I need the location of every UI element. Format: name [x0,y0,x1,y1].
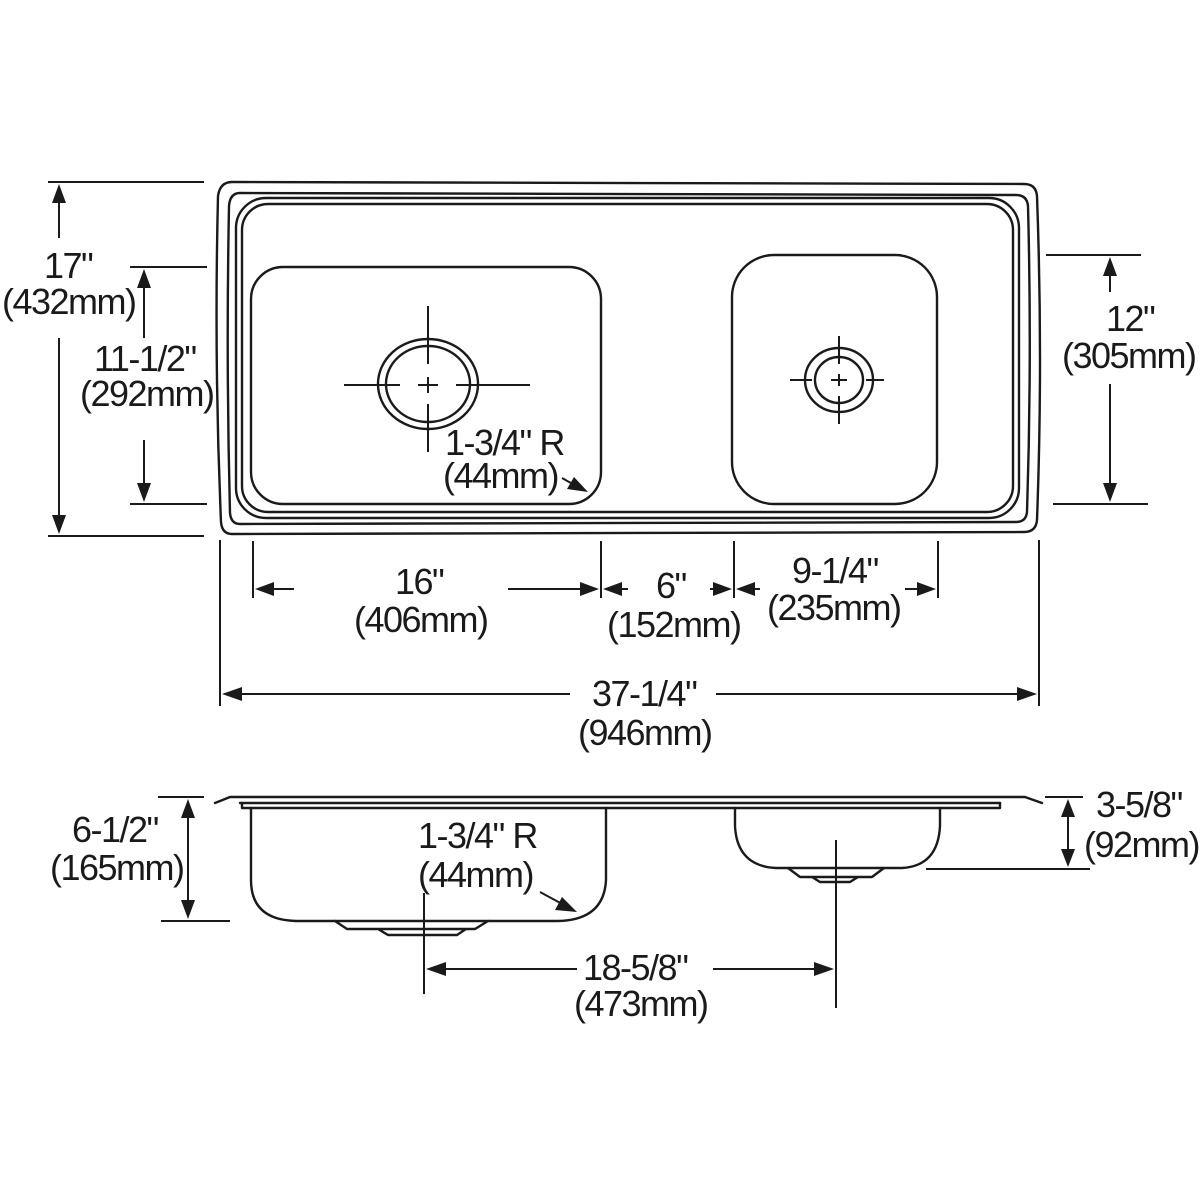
side-radius-imperial-label: 1-3/4" R [418,815,537,856]
overall-depth-dimension: 17" (432mm) [2,181,204,537]
side-left-bowl [249,806,608,923]
right-bowl-depth-dimension: 12" (305mm) [1046,254,1197,505]
overall-width-imperial-label: 37-1/4" [592,673,697,714]
left-bowl-depth-metric-label: (292mm) [80,373,214,414]
bowl-spacing-imperial-label: 6" [656,565,687,606]
left-bowl-width-metric-label: (406mm) [354,599,488,640]
top-view: 1-3/4" R (44mm) 17" (432mm) 11-1/2" (292 [2,180,1197,753]
left-bowl-height-imperial-label: 6-1/2" [72,809,159,850]
sink-inner-deck-inner [240,202,1015,514]
left-bowl-depth-dimension: 11-1/2" (292mm) [80,266,215,505]
side-left-drain [333,919,490,937]
right-drain-icon [790,336,884,424]
top-radius-metric-label: (44mm) [443,455,558,496]
right-bowl-depth-imperial-label: 12" [1106,298,1155,339]
right-bowl-height-metric-label: (92mm) [1084,824,1199,865]
sink-inner-deck-outer [234,196,1021,520]
bowl-width-dimensions: 16" (406mm) 6" (152mm) 9-1/4" (235mm) [219,540,1040,706]
top-radius-imperial-label: 1-3/4" R [445,422,564,463]
left-bowl-depth-imperial-label: 11-1/2" [94,338,196,379]
overall-width-dimension: 37-1/4" (946mm) [222,673,1037,753]
left-bowl-outline [249,265,603,506]
left-bowl-width-imperial-label: 16" [395,561,444,602]
bowl-spacing-metric-label: (152mm) [607,604,741,645]
sink-deck-outline [215,180,1042,536]
right-bowl-width-imperial-label: 9-1/4" [792,550,879,591]
left-bowl-height-dimension: 6-1/2" (165mm) [50,796,230,922]
side-right-bowl [733,806,942,870]
right-bowl-width-metric-label: (235mm) [767,587,901,628]
sink-rim-outline [226,191,1031,526]
right-bowl-height-dimension: 3-5/8" (92mm) [926,784,1200,870]
drain-center-distance-dimension: 18-5/8" (473mm) [426,947,834,1024]
right-bowl-height-imperial-label: 3-5/8" [1096,784,1183,825]
side-view: 6-1/2" (165mm) 1-3/4" R (44mm) 18-5/8" (… [50,784,1200,1024]
left-bowl-height-metric-label: (165mm) [50,847,184,888]
top-left-bowl-radius-callout: 1-3/4" R (44mm) [443,422,588,496]
right-bowl-depth-metric-label: (305mm) [1062,335,1196,376]
side-deck-flange [213,795,1044,805]
overall-depth-metric-label: (432mm) [2,281,136,322]
overall-width-metric-label: (946mm) [578,712,712,753]
overall-depth-imperial-label: 17" [44,245,93,286]
drain-distance-imperial-label: 18-5/8" [583,947,688,988]
left-drain-icon [344,306,530,452]
side-left-bowl-radius-callout: 1-3/4" R (44mm) [418,815,577,912]
right-bowl-outline [730,253,939,506]
drain-distance-metric-label: (473mm) [574,983,708,1024]
side-radius-metric-label: (44mm) [418,854,533,895]
